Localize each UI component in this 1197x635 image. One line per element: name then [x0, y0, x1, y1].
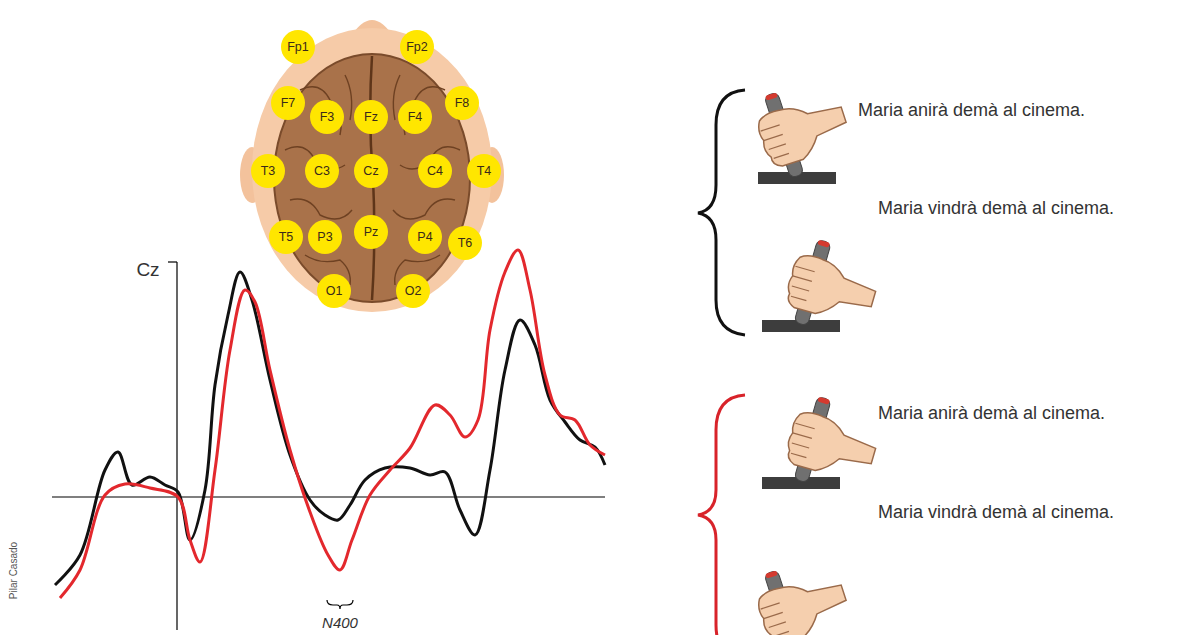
finger-line — [774, 631, 789, 635]
electrode-label: Pz — [364, 226, 379, 239]
credit: Pilar Casado — [9, 541, 20, 598]
finger-line — [792, 286, 809, 291]
electrode-label: Fz — [364, 111, 378, 124]
electrode-label: O1 — [326, 285, 343, 298]
electrode-site: F8 — [445, 86, 479, 120]
sulcus — [393, 199, 455, 219]
brain — [274, 54, 470, 302]
electrode-site: Cz — [354, 154, 388, 188]
sentence: Maria anirà demà al cinema. — [878, 403, 1105, 424]
electrode-label: C3 — [314, 165, 330, 178]
electrode-label: O2 — [405, 285, 422, 298]
electrode-label: P4 — [417, 231, 432, 244]
black-erp-curve — [55, 272, 605, 585]
joystick-hand — [762, 235, 885, 341]
electrode-site: T4 — [467, 154, 501, 188]
axis-label: Cz — [136, 259, 159, 281]
electrode-site: F7 — [271, 86, 305, 120]
finger-line — [791, 296, 806, 300]
electrode-label: C4 — [427, 165, 443, 178]
red-bracket — [698, 395, 745, 635]
electrode-label: F8 — [455, 97, 470, 110]
scalp — [252, 28, 492, 312]
component-label: N400 — [322, 614, 358, 631]
electrode-site: T6 — [448, 226, 482, 260]
erp-plot — [52, 250, 605, 630]
finger-line — [769, 144, 786, 150]
black-bracket — [698, 90, 745, 335]
electrode-site: O1 — [317, 274, 351, 308]
joystick-hand — [749, 553, 857, 635]
baseline — [52, 496, 605, 497]
finger-line — [793, 276, 812, 282]
joystick-hand — [749, 75, 857, 184]
red-erp-curve — [60, 250, 605, 598]
electrode-label: P3 — [317, 231, 332, 244]
finger-line — [792, 443, 809, 448]
electrode-label: T3 — [261, 165, 276, 178]
electrode-label: T4 — [477, 165, 492, 178]
joystick-hand — [762, 392, 885, 498]
electrode-site: F3 — [310, 100, 344, 134]
sentence: Maria anirà demà al cinema. — [858, 100, 1085, 121]
finger-line — [764, 134, 783, 140]
joystick-tip — [817, 240, 830, 248]
electrode-site: O2 — [396, 274, 430, 308]
finger-line — [795, 266, 814, 272]
sulcus — [290, 199, 352, 219]
electrode-label: Fp1 — [287, 41, 309, 54]
hand — [783, 252, 880, 328]
y-axis — [176, 262, 177, 630]
electrode-label: F4 — [408, 111, 423, 124]
y-axis-tick — [168, 261, 177, 262]
electrode-site: Fz — [354, 100, 388, 134]
finger-line — [761, 603, 780, 609]
electrode-label: T5 — [279, 231, 294, 244]
joystick-tip — [817, 397, 830, 405]
finger-line — [761, 125, 780, 131]
sentence: Maria vindrà demà al cinema. — [878, 502, 1114, 523]
electrode-site: F4 — [398, 100, 432, 134]
finger-line — [795, 423, 814, 429]
electrode-site: C3 — [305, 154, 339, 188]
electrode-site: Fp2 — [400, 30, 434, 64]
electrode-site: T5 — [269, 220, 303, 254]
finger-line — [793, 433, 812, 439]
electrode-site: P4 — [408, 220, 442, 254]
electrode-label: Fp2 — [406, 41, 428, 54]
hand — [755, 91, 853, 169]
finger-line — [774, 153, 789, 158]
electrode-site: P3 — [308, 220, 342, 254]
electrode-site: T3 — [251, 154, 285, 188]
sulcus — [345, 75, 352, 120]
electrode-label: F3 — [320, 111, 335, 124]
electrode-label: F7 — [281, 97, 296, 110]
finger-line — [769, 622, 786, 628]
hand — [755, 569, 853, 635]
n400-brace — [327, 600, 353, 609]
electrode-site: C4 — [418, 154, 452, 188]
head-drawing — [240, 20, 504, 312]
joystick-tip — [765, 570, 778, 578]
joystick-tip — [765, 92, 778, 100]
electrode-site: Pz — [354, 215, 388, 249]
hand — [783, 409, 880, 485]
electrode-site: Fp1 — [281, 30, 315, 64]
sentence: Maria vindrà demà al cinema. — [878, 198, 1114, 219]
electrode-label: Cz — [363, 165, 378, 178]
electrode-label: T6 — [458, 237, 473, 250]
finger-line — [764, 612, 783, 618]
finger-line — [791, 453, 806, 457]
